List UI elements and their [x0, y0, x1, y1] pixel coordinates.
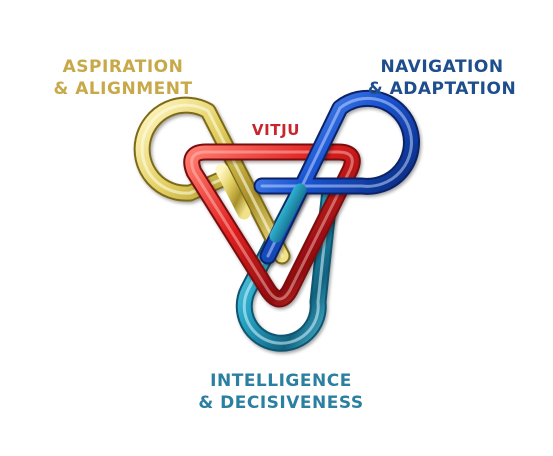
navigation-line1: NAVIGATION — [380, 57, 504, 77]
intelligence-line1: INTELLIGENCE — [210, 371, 352, 391]
teal-loop-icon — [235, 181, 339, 352]
intelligence-decisiveness-label: INTELLIGENCE & DECISIVENESS — [176, 370, 386, 414]
aspiration-line1: ASPIRATION — [62, 57, 184, 77]
intelligence-line2: & DECISIVENESS — [198, 393, 364, 413]
aspiration-alignment-label: ASPIRATION & ALIGNMENT — [38, 56, 208, 100]
gold-loop-icon — [133, 96, 291, 265]
aspiration-line2: & ALIGNMENT — [53, 79, 193, 99]
navigation-line2: & ADAPTATION — [367, 79, 517, 99]
red-triangle-icon — [183, 143, 361, 308]
interlock-overlaps — [215, 145, 307, 243]
center-brand-label: VITJU — [251, 121, 301, 139]
blue-loop-icon — [253, 89, 420, 265]
navigation-adaptation-label: NAVIGATION & ADAPTATION — [352, 56, 532, 100]
